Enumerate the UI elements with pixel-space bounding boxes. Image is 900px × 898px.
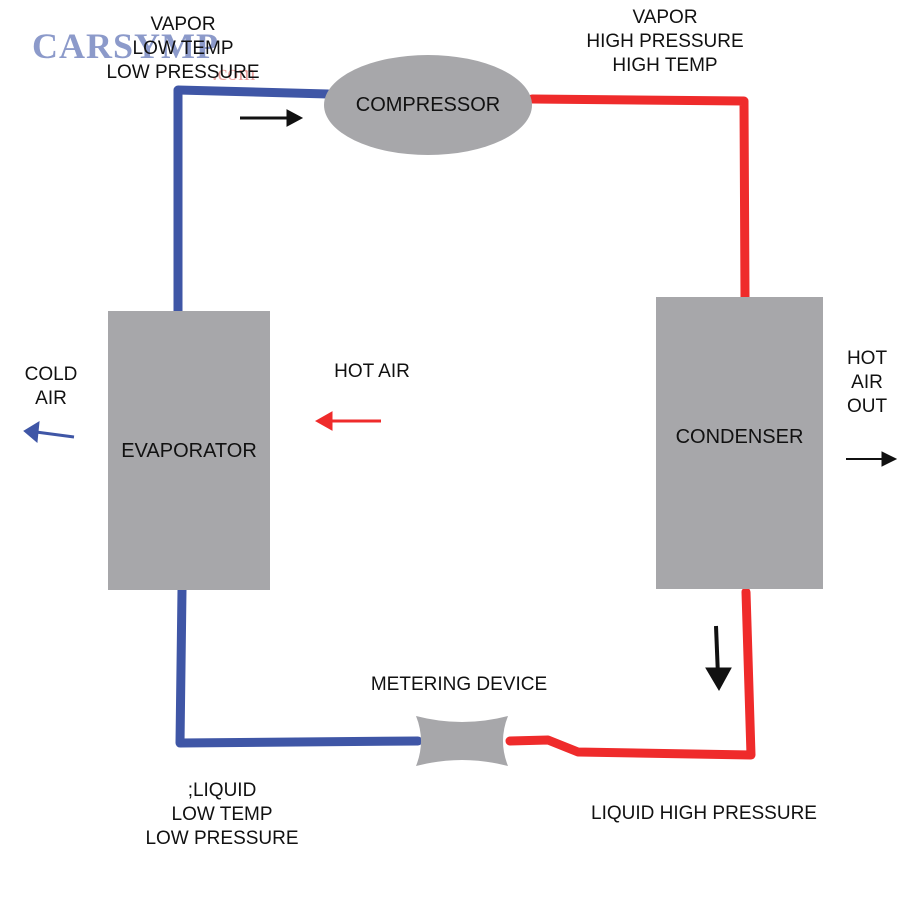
cold-air-line-1: COLD [24,364,78,385]
hot-air-out-line-3: OUT [846,396,888,417]
evaporator-label: EVAPORATOR [121,440,257,462]
compressor-shape [324,55,532,155]
flow-arrow-down-icon [705,625,732,692]
condenser-box [656,297,823,589]
suction-state-line-3: LOW PRESSURE [106,62,260,83]
liquid-line-high [505,587,756,760]
hot-air-out-label: HOT AIR OUT [836,347,898,419]
evaporator-box [108,311,270,590]
hot-air-in-label: HOT AIR [334,361,410,382]
suction-state-line-1: VAPOR [150,14,216,35]
discharge-state-line-1: VAPOR [632,7,698,28]
hot-air-out-line-1: HOT [846,348,888,369]
hot-air-out-arrow-icon [846,451,898,467]
liquid-low-line-1: ;LIQUID [187,780,257,801]
flow-arrow-right-icon [240,109,304,127]
logo-suffix: .com [212,60,255,85]
liquid-low-line-3: LOW PRESSURE [145,828,299,849]
condenser-label: CONDENSER [675,426,804,448]
metering-device-shape [416,716,508,766]
cold-air-arrow-icon [23,421,75,443]
cold-air-label: COLD AIR [14,363,88,411]
discharge-line [527,94,750,303]
logo-text: CARSYMP [32,28,219,66]
liquid-low-line-2: LOW TEMP [171,804,273,825]
suction-line [173,85,333,317]
hot-air-out-line-2: AIR [851,372,883,393]
liquid-line-low [175,585,423,748]
liquid-low-state-label: ;LIQUID LOW TEMP LOW PRESSURE [122,779,322,851]
discharge-state-line-2: HIGH PRESSURE [586,31,744,52]
compressor-label: COMPRESSOR [355,94,501,116]
suction-state-label: VAPOR LOW TEMP LOW PRESSURE [88,13,278,85]
liquid-high-pressure-label: LIQUID HIGH PRESSURE [591,803,817,824]
hot-air-in-arrow-icon [314,411,381,431]
suction-state-line-2: LOW TEMP [132,38,234,59]
metering-device-label: METERING DEVICE [370,674,548,695]
discharge-state-label: VAPOR HIGH PRESSURE HIGH TEMP [560,6,770,78]
discharge-state-line-3: HIGH TEMP [612,55,718,76]
cold-air-line-2: AIR [35,388,67,409]
carsymp-logo: CARSYMP .com [32,28,255,85]
